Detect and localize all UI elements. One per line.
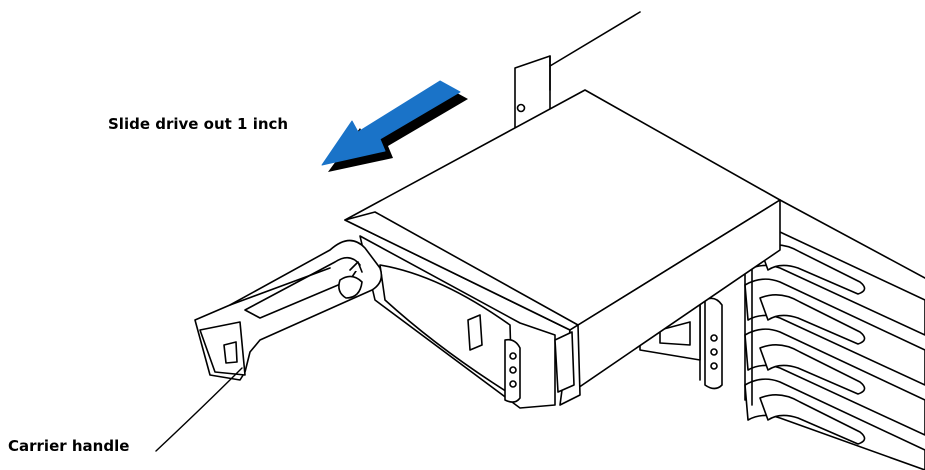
slide-out-arrow (321, 80, 468, 172)
carrier-handle-leader-line (155, 367, 243, 452)
adjacent-drive-bays (639, 228, 925, 470)
slide-instruction-label: Slide drive out 1 inch (108, 115, 289, 133)
carrier-handle (194, 239, 383, 381)
drive-carrier (344, 89, 781, 409)
carrier-handle-label: Carrier handle (8, 437, 130, 455)
